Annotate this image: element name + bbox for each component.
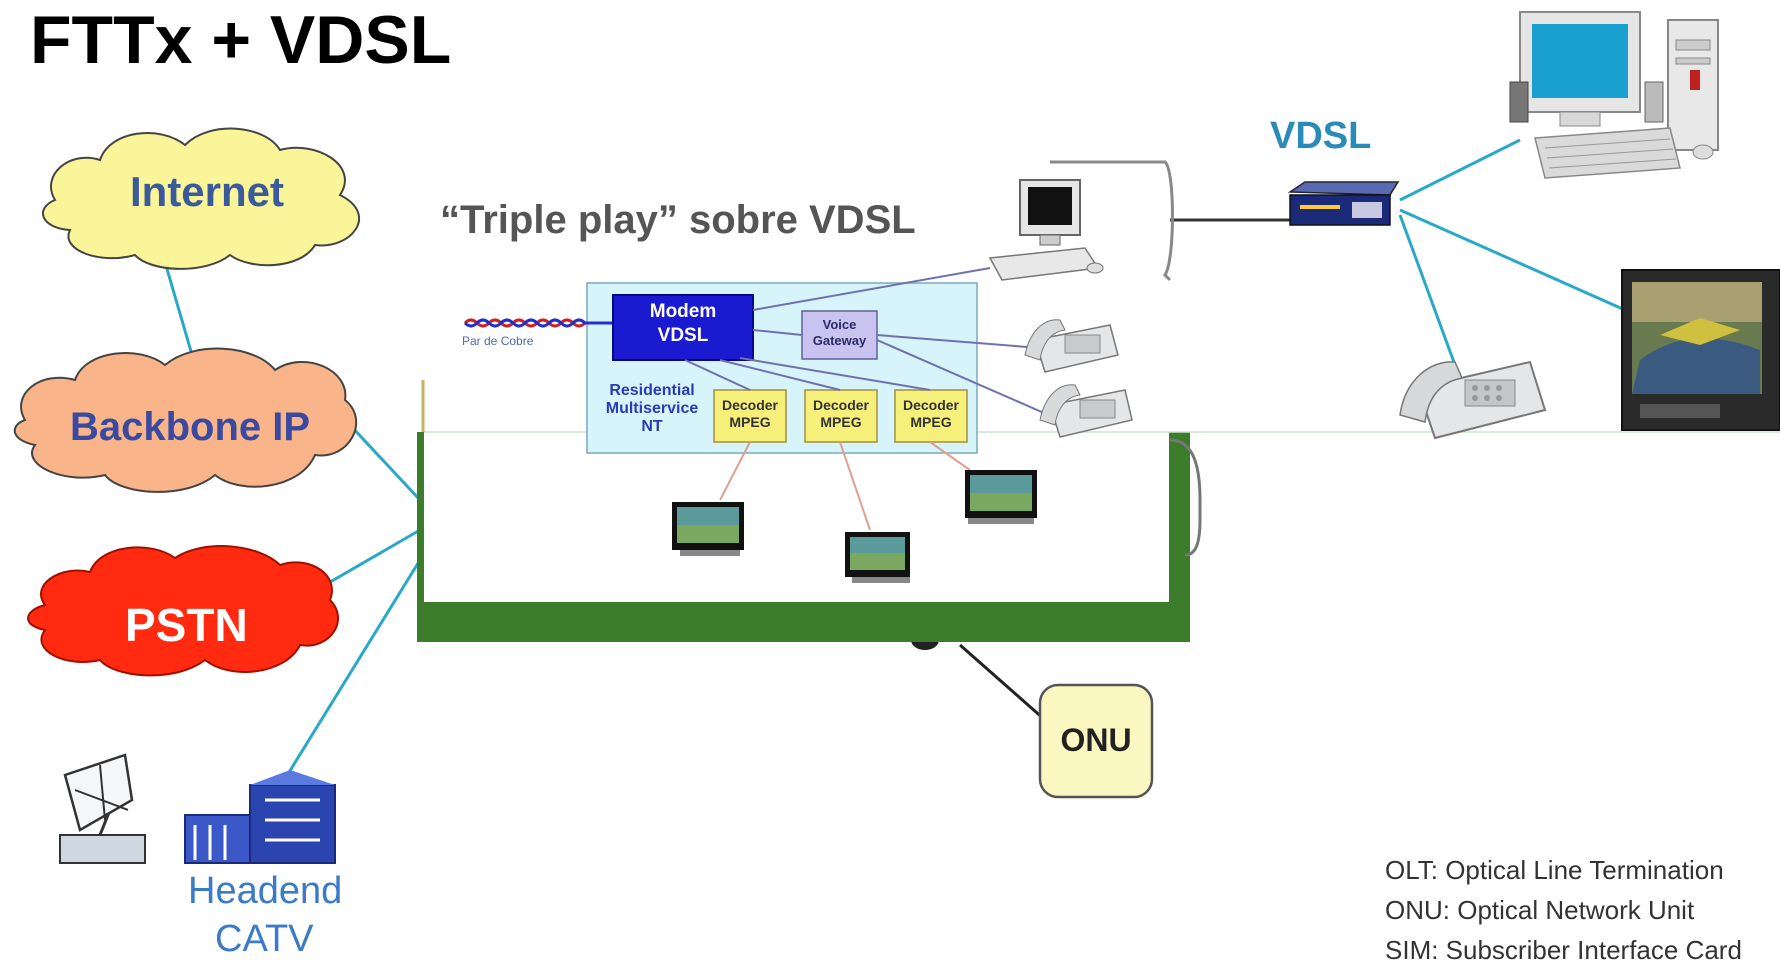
decoder-box-2 bbox=[804, 389, 878, 443]
decoder-3-line2: MPEG bbox=[910, 414, 952, 430]
decoder-3-line1: Decoder bbox=[902, 397, 960, 413]
decoder-label-1: Decoder MPEG bbox=[714, 397, 786, 431]
page-title: FTTx + VDSL bbox=[30, 2, 452, 78]
pstn-label: PSTN bbox=[125, 599, 248, 651]
backbone-label: Backbone IP bbox=[70, 405, 311, 449]
pstn-cloud bbox=[27, 545, 340, 677]
decoder-box-1 bbox=[713, 389, 787, 443]
decoder-label-3: Decoder MPEG bbox=[895, 397, 967, 431]
voice-gateway-line2: Gateway bbox=[812, 333, 867, 348]
decoder-2-line1: Decoder bbox=[812, 397, 870, 413]
residential-line3: NT bbox=[641, 418, 663, 435]
home-phone-icon bbox=[1399, 360, 1547, 440]
aggregator-frame-inner bbox=[424, 432, 1169, 602]
modem-label-line2: VDSL bbox=[657, 325, 709, 346]
home-pc-icon bbox=[1509, 11, 1719, 179]
legend-onu: ONU: Optical Network Unit bbox=[1385, 895, 1695, 925]
residential-line2: Multiservice bbox=[605, 400, 699, 417]
decoder-1-line2: MPEG bbox=[729, 414, 771, 430]
internet-label: Internet bbox=[130, 168, 285, 215]
legend-olt: OLT: Optical Line Termination bbox=[1385, 855, 1724, 885]
voice-gateway-box bbox=[801, 310, 878, 360]
inset-phone-icon-1 bbox=[1024, 319, 1119, 373]
inset-phone-icon-2 bbox=[1039, 384, 1133, 438]
modem-label-line1: Modem bbox=[649, 301, 717, 322]
triple-play-subtitle: “Triple play” sobre VDSL bbox=[440, 198, 916, 242]
headend-label: Headend bbox=[188, 870, 343, 912]
copper-pair-blue bbox=[463, 318, 613, 328]
vdsl-tv-link bbox=[1399, 208, 1626, 312]
inset-tv-icon-2 bbox=[845, 532, 910, 583]
vdsl-phone-link bbox=[1398, 214, 1457, 366]
inset-tv-icon-3 bbox=[965, 470, 1037, 524]
residential-label: Residential Multiservice NT bbox=[592, 382, 712, 436]
voice-gateway-line1: Voice bbox=[822, 317, 857, 332]
decoder-1-line1: Decoder bbox=[721, 397, 779, 413]
splitter-onu-link bbox=[959, 643, 1046, 722]
modem-vdsl-box bbox=[612, 294, 754, 361]
catv-label: CATV bbox=[215, 918, 314, 960]
backbone-aggregator-link bbox=[348, 423, 422, 502]
modem-label: Modem VDSL bbox=[613, 300, 753, 348]
vdsl-device-icon bbox=[1287, 181, 1400, 226]
headend-building-icon bbox=[184, 770, 336, 864]
satellite-dish-icon bbox=[59, 753, 146, 864]
inset-tv-icon-1 bbox=[672, 502, 744, 556]
voice-gateway-label: Voice Gateway bbox=[802, 317, 877, 349]
decoder-label-2: Decoder MPEG bbox=[805, 397, 877, 431]
vdsl-pc-link bbox=[1399, 138, 1521, 202]
residential-line1: Residential bbox=[609, 382, 695, 399]
vdsl-label: VDSL bbox=[1270, 115, 1372, 157]
inset-pc-icon bbox=[988, 179, 1104, 281]
onu-label: ONU bbox=[1060, 722, 1132, 758]
decoder-box-3 bbox=[894, 389, 968, 443]
copper-label: Par de Cobre bbox=[462, 334, 534, 348]
decoder-2-line2: MPEG bbox=[820, 414, 862, 430]
pstn-aggregator-link bbox=[324, 528, 421, 587]
headend-aggregator-link bbox=[273, 559, 422, 796]
internet-cloud bbox=[42, 127, 361, 270]
home-tv-icon bbox=[1621, 269, 1780, 431]
backbone-cloud bbox=[13, 347, 358, 493]
legend-sim: SIM: Subscriber Interface Card bbox=[1385, 935, 1742, 965]
onu-box bbox=[1038, 683, 1154, 799]
